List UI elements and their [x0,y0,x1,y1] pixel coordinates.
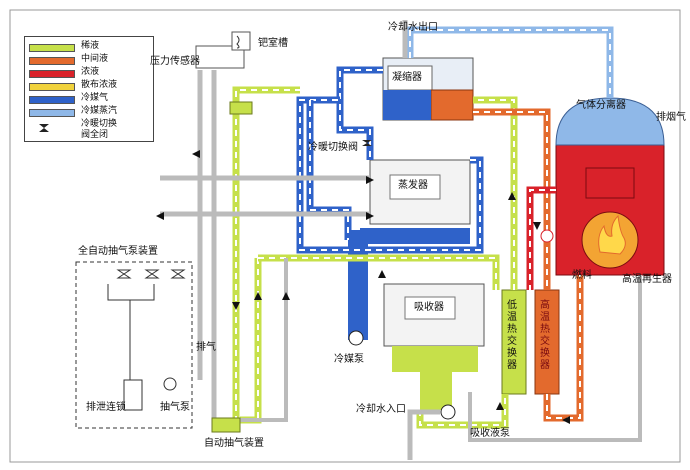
dilute-line-c [240,258,262,424]
drain-tank [123,379,143,411]
legend-swatch-refrigerant-steam [29,109,75,117]
auto-purge-device-label: 全自动抽气泵装置 [78,246,158,257]
legend-swatch-dilute [29,44,75,52]
return-pipe [238,258,288,422]
condenser-label: 凝缩器 [392,72,422,83]
gas-separator-label: 气体分离器 [576,100,626,111]
legend-swatch-refrigerant-gas [29,96,75,104]
low-temp-hx-label: 低温热交换器 [507,300,517,371]
legend: 稀液 中间液 浓液 散布浓液 冷媒气 冷媒蒸汽 冷暖 [24,36,154,142]
absorber-label: 吸收器 [414,302,444,313]
high-hx-block [534,289,560,395]
generator-window [585,167,635,199]
middle-line-a [473,108,551,290]
legend-label: 冷媒气 [81,93,109,103]
legend-label: 散布浓液 [81,80,118,90]
pressure-sensor-label: 压力传感器 [150,56,200,67]
vacuum-pump-symbol [163,377,177,391]
exhaust-pipe [468,275,642,442]
legend-swatch-concentrated [29,70,75,78]
middle-pump-symbol [540,229,554,243]
separator-dome [555,97,665,146]
legend-label: 稀液 [81,41,100,51]
cooling-in-pipe [407,409,440,460]
legend-swatch-middle [29,57,75,65]
condenser-refrigerant [383,90,431,120]
flow-arrows [156,150,570,424]
auto-purge-label: 自动抽气装置 [204,438,264,449]
absorbent-pump-symbol [440,404,456,420]
steam-line-dash [409,29,611,98]
legend-swatch-switch [29,119,73,132]
switch-valve-symbol [362,140,372,146]
refrigerant-pump-label: 冷媒泵 [334,354,364,365]
evaporator-pan [360,228,470,244]
evaporator-label-box [389,174,441,200]
legend-label: 冷暖切换 [81,119,118,129]
legend-label: 冷媒蒸汽 [81,106,118,116]
purge-box [75,261,193,429]
cooling-water-in-label: 冷却水入口 [356,404,406,415]
frame [9,9,681,463]
flame-icon [598,214,626,255]
flue-exhaust-label: 排烟气 [656,112,686,123]
sensor-box [195,45,245,69]
high-temp-hx-label: 高温热交换器 [540,300,550,371]
auto-purge-tank [211,417,241,433]
palladium-box [231,31,251,51]
legend-valve-label: 阀全闭 [81,130,109,140]
tank-top [229,101,253,115]
legend-label: 中间液 [81,54,109,64]
palladium-chamber-label: 钯室槽 [258,38,288,49]
evaporator-label: 蒸发器 [398,180,428,191]
condenser-lower [430,89,474,121]
absorber-label-box [404,296,456,320]
drain-interlock-label: 排泄连锁 [86,402,126,413]
refrigerant-pump-symbol [348,330,364,346]
absorbent-pump-label: 吸收液泵 [470,428,510,439]
switch-valve-label: 冷暖切换阀 [308,142,358,153]
legend-swatch-spread [29,83,75,91]
fuel-label: 燃料 [572,270,592,281]
vacuum-pump-label: 抽气泵 [160,402,190,413]
absorber-sump [392,346,478,410]
high-temp-generator-label: 高温再生器 [622,274,672,285]
exhaust-label: 排气 [196,342,216,353]
legend-label: 浓液 [81,67,100,77]
cooling-water-out-label: 冷却水出口 [388,22,438,33]
